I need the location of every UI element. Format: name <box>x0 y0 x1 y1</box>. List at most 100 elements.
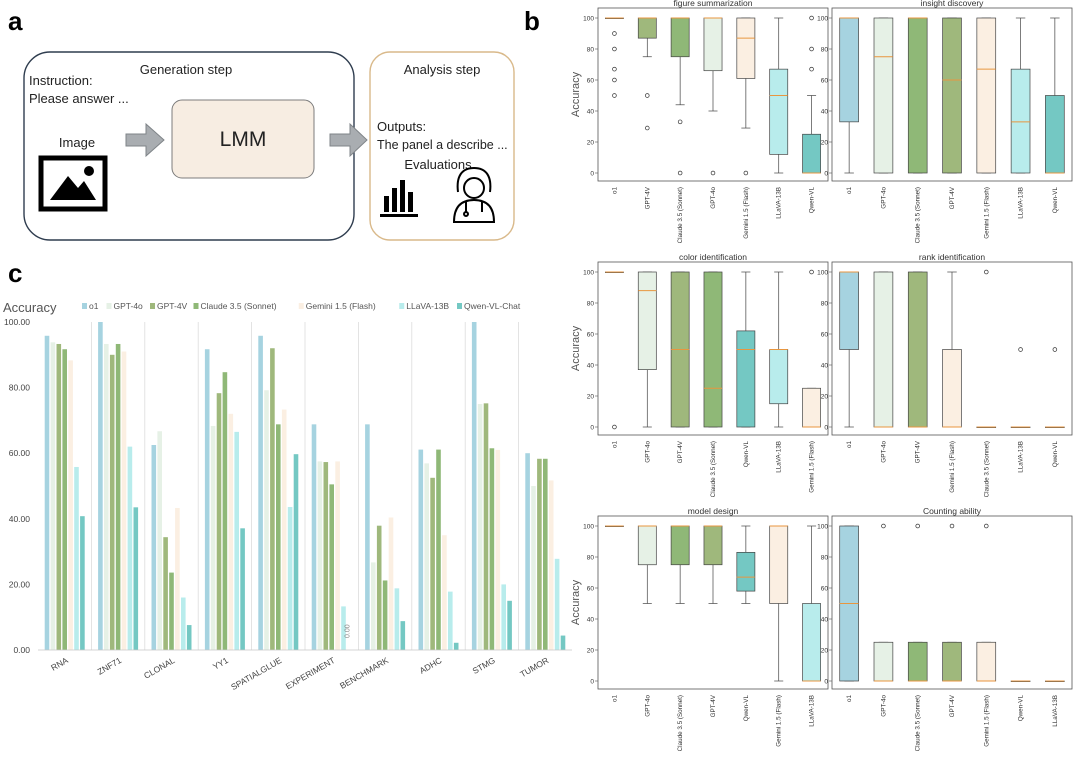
x-tick-label: GPT-4V <box>710 694 717 717</box>
y-tick-label: 60 <box>587 586 595 593</box>
bar-adhc-claude-3-5-sonnet <box>436 449 441 650</box>
box-gpt-4o: GPT-4o <box>873 271 894 463</box>
y-tick-label: 60 <box>587 78 595 85</box>
box-llava-13b: LLaVA-13B <box>769 17 789 219</box>
x-tick-label-benchmark: BENCHMARK <box>338 655 390 691</box>
box-body <box>942 17 962 174</box>
box-claude-3-5-sonnet: Claude 3.5 (Sonnet) <box>703 271 723 497</box>
box-body <box>976 17 997 174</box>
boxplot-title: color identification <box>679 252 747 262</box>
x-tick-label: Qwen-VL <box>809 187 816 214</box>
legend-item-o1: o1 <box>82 301 99 311</box>
y-tick-label: 0 <box>824 679 828 686</box>
outlier-point <box>949 523 955 529</box>
bar-spatialglue-qwen-vl-chat <box>293 454 299 650</box>
bar-rna-claude-3-5-sonnet <box>62 349 67 650</box>
bar-znf71-gpt-4o <box>104 343 109 650</box>
bar-benchmark-gemini-1-5-flash <box>388 517 394 650</box>
box-gemini-1-5-flash: Gemini 1.5 (Flash) <box>976 523 997 747</box>
outlier-point <box>612 66 617 72</box>
bar-yy1-gpt-4o <box>210 425 216 650</box>
x-tick-label: Qwen-VL <box>743 441 750 468</box>
box-body <box>703 271 723 428</box>
y-tick-label: 20 <box>587 394 595 401</box>
box-body <box>637 525 657 566</box>
bar-tumor-qwen-vl-chat <box>560 635 566 650</box>
x-tick-label: Claude 3.5 (Sonnet) <box>677 187 684 243</box>
bar-adhc-gpt-4v <box>430 477 435 650</box>
bar-znf71-qwen-vl-chat <box>133 507 139 650</box>
bar-tumor-o1 <box>525 453 530 650</box>
bar-benchmark-qwen-vl-chat <box>400 621 406 650</box>
arrow-to-analysis-icon <box>329 122 368 158</box>
legend-label: GPT-4V <box>157 301 188 311</box>
x-tick-label: Gemini 1.5 (Flash) <box>809 441 816 493</box>
x-tick-label: LLaVA-13B <box>1018 441 1025 473</box>
box-body <box>907 641 928 682</box>
bar-experiment-gemini-1-5-flash <box>335 461 340 650</box>
box-gpt-4o: GPT-4o <box>637 271 657 463</box>
box-llava-13b: LLaVA-13B <box>769 271 789 473</box>
y-tick-label: 40 <box>587 617 595 624</box>
x-tick-label: o1 <box>611 441 618 449</box>
x-tick-label: Gemini 1.5 (Flash) <box>949 441 956 493</box>
x-tick-label: GPT-4o <box>644 695 651 717</box>
box-body <box>703 17 723 72</box>
outlier-point <box>881 523 886 529</box>
x-tick-label: Gemini 1.5 (Flash) <box>743 187 750 239</box>
outputs-label: Outputs: <box>377 119 426 134</box>
outlier-point <box>612 77 617 83</box>
box-body <box>703 525 723 566</box>
y-tick-label: 60 <box>821 332 829 339</box>
panel-c-letter: c <box>8 258 23 288</box>
box-body <box>942 641 962 682</box>
y-tick-label: 80.00 <box>9 383 31 393</box>
x-tick-label: Claude 3.5 (Sonnet) <box>915 187 922 243</box>
bar-adhc-qwen-vl-chat <box>453 642 459 650</box>
box-gpt-4o: GPT-4o <box>873 17 894 209</box>
lmm-box <box>171 99 315 179</box>
box-gpt-4v: GPT-4V <box>942 523 962 717</box>
bar-stmg-o1 <box>471 322 477 650</box>
bar-tumor-llava-13b <box>554 558 560 650</box>
bar-tumor-claude-3-5-sonnet <box>543 458 548 650</box>
box-body <box>1010 68 1031 174</box>
bar-benchmark-llava-13b <box>394 588 400 650</box>
box-body <box>907 271 928 428</box>
box-llava-13b: LLaVA-13B <box>802 525 821 727</box>
bar-chart-ylabel: Accuracy <box>3 300 57 315</box>
x-tick-label: o1 <box>611 695 618 703</box>
box-body <box>839 17 859 123</box>
bar-experiment-claude-3-5-sonnet <box>329 484 334 650</box>
bar-rna-gpt-4v <box>56 343 62 650</box>
boxplot-title: figure summarization <box>674 0 753 8</box>
instruction-label: Instruction: <box>29 73 93 88</box>
x-tick-label: GPT-4V <box>644 186 651 209</box>
legend-label: Gemini 1.5 (Flash) <box>306 301 376 311</box>
y-tick-label: 80 <box>821 555 829 562</box>
bar-rna-o1 <box>44 335 50 650</box>
x-tick-label: Gemini 1.5 (Flash) <box>983 695 990 747</box>
bar-yy1-gemini-1-5-flash <box>228 413 234 650</box>
outlier-point <box>1052 347 1058 352</box>
x-tick-label: GPT-4o <box>880 187 887 209</box>
bar-rna-llava-13b <box>74 466 79 650</box>
x-tick-label-tumor: TUMOR <box>518 655 550 679</box>
bar-adhc-gemini-1-5-flash <box>442 535 447 650</box>
bar-yy1-o1 <box>204 349 210 650</box>
outlier-point <box>612 31 617 36</box>
bar-spatialglue-gemini-1-5-flash <box>281 409 287 650</box>
box-qwen-vl: Qwen-VL <box>736 271 756 468</box>
boxplot-title: model design <box>688 506 739 516</box>
outlier-point <box>612 424 617 430</box>
box-body <box>873 271 894 428</box>
y-tick-label: 20 <box>821 394 829 401</box>
bar-clonal-gpt-4o <box>157 431 162 650</box>
y-tick-label: 0 <box>590 425 594 432</box>
y-tick-label: 20.00 <box>9 579 31 589</box>
x-tick-label: Claude 3.5 (Sonnet) <box>677 695 684 751</box>
